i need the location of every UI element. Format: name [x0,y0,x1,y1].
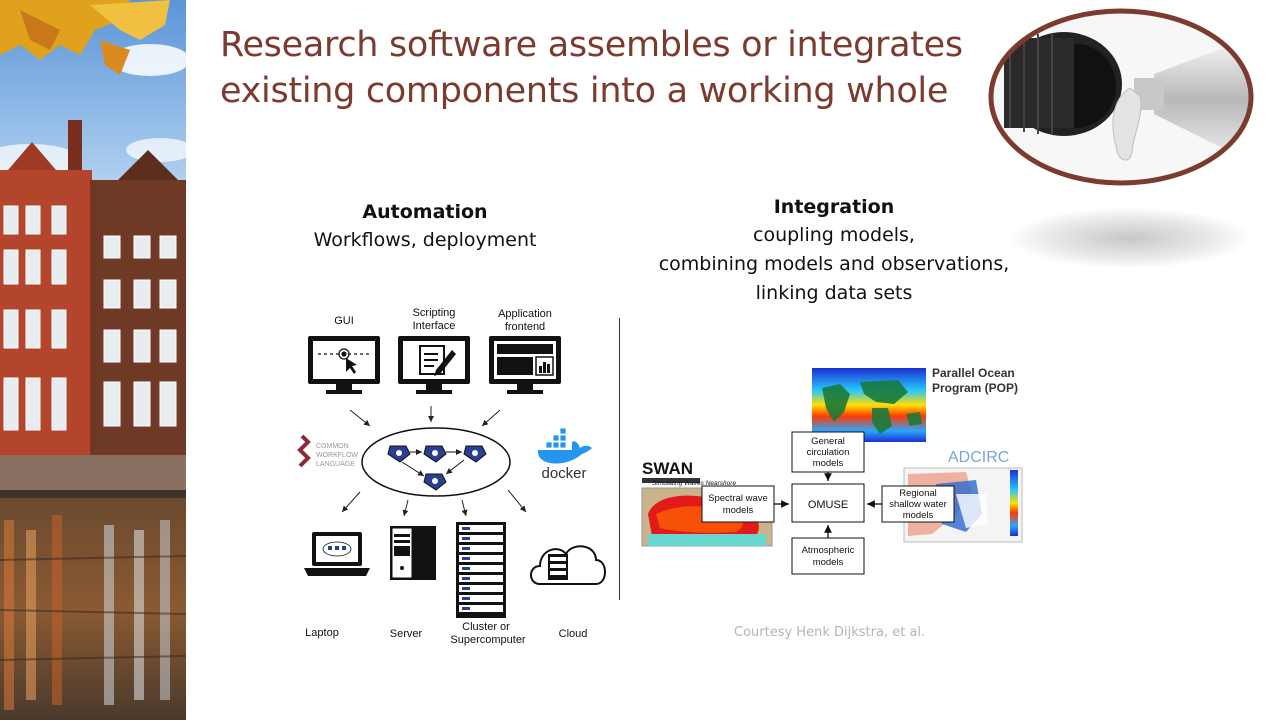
gcm-box [791,431,865,473]
omuse-box [791,483,865,523]
spectral-wave-box [701,485,775,523]
docker-logo-icon: docker [538,427,592,482]
column-divider [619,318,620,600]
regional-label-3: models [903,510,934,521]
cwl-logo-icon: COMMON WORKFLOW LANGUAGE [297,434,358,468]
integration-line-3: linking data sets [755,282,913,304]
automation-subtitle: Workflows, deployment [313,229,537,251]
title-line-1: Research software assembles or integrate… [220,25,963,65]
gui-label: GUI [334,315,354,327]
swan-logo-bar [642,478,700,483]
cluster-icon [456,522,506,618]
pop-label-1: Parallel Ocean [932,366,1015,380]
amsterdam-photo [0,0,186,720]
server-icon [390,526,436,580]
frontend-label-1: Application [498,308,552,320]
spectral-label-2: models [723,505,754,516]
cwl-line-2: WORKFLOW [316,452,358,459]
laptop-icon [304,532,370,576]
adcirc-label: ADCIRC [948,449,1009,466]
glue-tube-photo [984,4,1258,190]
docker-wordmark: docker [541,465,586,482]
frontend-label-2: frontend [505,321,545,333]
omuse-label: OMUSE [808,499,848,511]
laptop-label: Laptop [305,627,339,639]
regional-label-1: Regional [899,488,937,499]
gcm-label-3: models [813,458,844,469]
cluster-label-1: Cluster or [462,621,510,633]
scripting-monitor-icon [398,336,470,394]
integration-line-2: combining models and observations, [658,253,1010,275]
spectral-label-1: Spectral wave [708,493,768,504]
automation-title: Automation [362,201,488,223]
integration-title: Integration [773,196,895,218]
atmos-label-1: Atmospheric [802,545,855,556]
server-label: Server [390,628,423,640]
cwl-line-1: COMMON [316,443,349,450]
workflow-hub [361,427,511,497]
gcm-label-1: General [811,436,845,447]
integration-line-1: coupling models, [753,224,915,246]
slide-title: Research software assembles or integrate… [220,22,980,114]
gcm-label-2: circulation [807,447,850,458]
swan-tagline: Simulating Waves Nearshore [652,480,736,487]
frontend-monitor-icon [489,336,561,394]
scripting-label-1: Scripting [413,307,456,319]
integration-heading: Integration coupling models, combining m… [634,193,1034,308]
pop-label-2: Program (POP) [932,381,1018,395]
regional-model-box [881,485,955,523]
cloud-label: Cloud [559,628,588,640]
cloud-icon [530,545,606,585]
atmos-label-2: models [813,557,844,568]
atmospheric-box [791,537,865,575]
regional-label-2: shallow water [889,499,947,510]
automation-diagram: GUI Scripting Interface Application fron… [297,307,606,646]
pop-ocean-map [812,368,926,442]
swan-logo: SWAN [642,459,693,478]
cluster-label-2: Supercomputer [450,634,526,646]
title-line-2: existing components into a working whole [220,71,949,111]
photo-shadow [1010,208,1250,268]
credit-text: Courtesy Henk Dijkstra, et al. [734,625,926,640]
omuse-diagram: Parallel Ocean Program (POP) ADCIRC SWAN… [641,366,1023,575]
scripting-label-2: Interface [413,320,456,332]
gui-monitor-icon [308,336,380,394]
automation-heading: Automation Workflows, deployment [290,198,560,255]
cwl-line-3: LANGUAGE [316,461,355,468]
